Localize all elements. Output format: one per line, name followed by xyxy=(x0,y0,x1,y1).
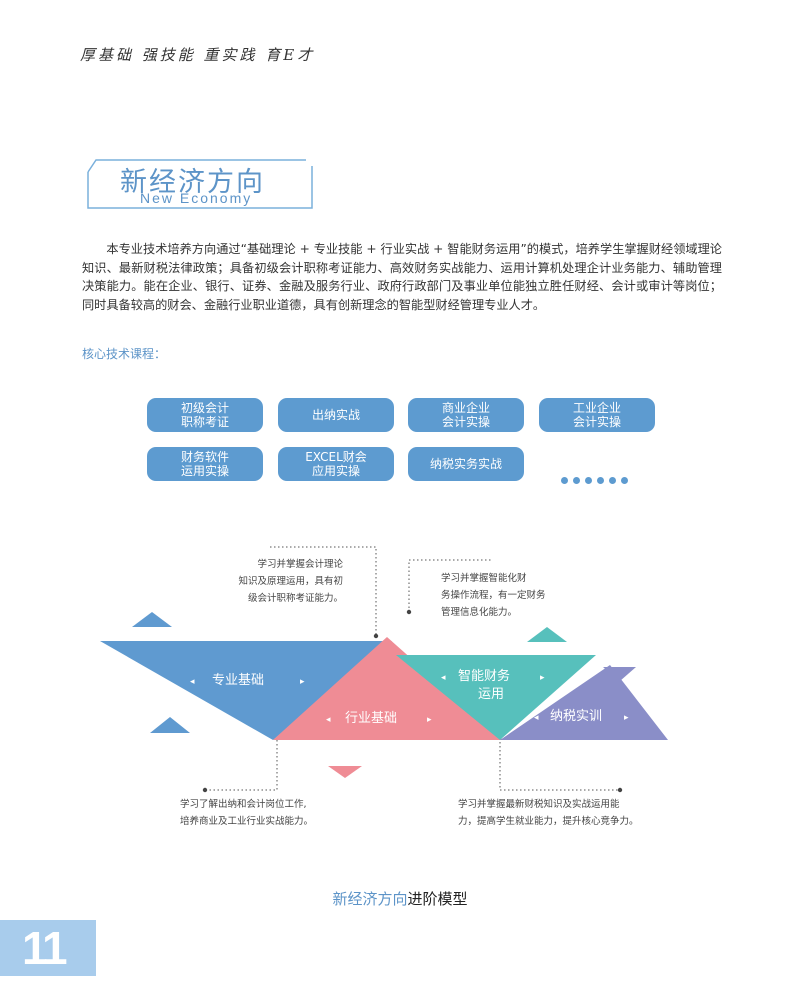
svg-text:▸: ▸ xyxy=(540,673,545,683)
svg-text:▸: ▸ xyxy=(427,715,432,725)
decor-triangle xyxy=(132,612,172,627)
stage-label-foundation: 专业基础 xyxy=(212,673,264,688)
svg-text:▸: ▸ xyxy=(624,713,629,723)
progression-diagram: ◂ 专业基础 ▸ ◂ 行业基础 ▸ ◂ 智能财务 ▸ 运用 ◂ 纳税实训 ▸ xyxy=(100,546,668,793)
header-motto: 厚基础 强技能 重实践 育E才 xyxy=(80,46,316,64)
caption-highlight: 新经济方向 xyxy=(332,890,408,908)
stage-label-smart-finance: 智能财务 xyxy=(458,668,510,684)
caption-rest: 进阶模型 xyxy=(407,890,468,908)
stage-label-smart-finance-line2: 运用 xyxy=(478,687,504,702)
svg-text:◂: ◂ xyxy=(326,715,331,725)
decor-triangle xyxy=(328,766,362,778)
decor-triangle xyxy=(527,627,567,642)
annotation-industry: 学习了解出纳和会计岗位工作, 培养商业及工业行业实战能力。 xyxy=(180,799,314,827)
course-tag: 商业企业 会计实操 xyxy=(408,398,524,432)
svg-text:◂: ◂ xyxy=(441,673,446,683)
annotation-tax: 学习并掌握最新财税知识及实战运用能 力，提高学生就业能力，提升核心竞争力。 xyxy=(458,799,639,827)
more-dots-icon xyxy=(561,469,633,488)
decor-triangle xyxy=(150,717,190,733)
intro-paragraph: 本专业技术培养方向通过“基础理论 + 专业技能 + 行业实战 + 智能财务运用”… xyxy=(82,242,722,312)
annotation-smart-finance: 学习并掌握智能化财 务操作流程，有一定财务 管理信息化能力。 xyxy=(441,573,546,618)
svg-text:◂: ◂ xyxy=(534,713,539,723)
course-tag: 财务软件 运用实操 xyxy=(147,447,263,481)
course-tag: 纳税实务实战 xyxy=(408,447,524,481)
course-tag: EXCEL财会 应用实操 xyxy=(278,447,394,481)
svg-text:▸: ▸ xyxy=(300,677,305,687)
course-heading: 核心技术课程： xyxy=(82,347,167,361)
course-tag: 初级会计 职称考证 xyxy=(147,398,263,432)
page-number: 11 xyxy=(22,922,68,974)
stage-triangle-foundation xyxy=(100,641,392,740)
section-title: 新经济方向 xyxy=(120,167,265,198)
section-subtitle: New Economy xyxy=(140,190,253,206)
annotation-foundation: 学习并掌握会计理论 知识及原理运用，具有初 级会计职称考证能力。 xyxy=(238,559,343,604)
course-tag: 出纳实战 xyxy=(278,398,394,432)
svg-text:◂: ◂ xyxy=(190,677,195,687)
diagram-caption: 新经济方向进阶模型 xyxy=(0,888,800,909)
course-tag: 工业企业 会计实操 xyxy=(539,398,655,432)
stage-triangle-industry xyxy=(273,637,503,740)
title-frame xyxy=(87,159,313,209)
page-number-block: 11 xyxy=(0,920,96,976)
stage-triangle-tax xyxy=(500,665,668,740)
stage-triangle-smart-finance xyxy=(396,655,596,740)
stage-label-tax: 纳税实训 xyxy=(550,709,602,724)
stage-label-industry: 行业基础 xyxy=(345,711,397,726)
